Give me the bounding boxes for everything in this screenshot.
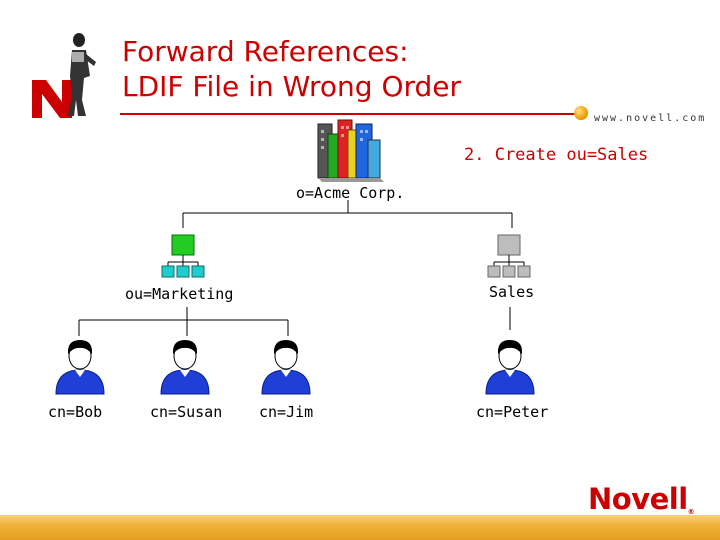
website-text: www.novell.com [594, 113, 707, 124]
slide-title: Forward References: LDIF File in Wrong O… [122, 34, 642, 104]
orange-dot-icon [574, 106, 588, 120]
node-label-sales: Sales [489, 283, 535, 301]
user-jim-icon [261, 339, 311, 395]
title-line-2: LDIF File in Wrong Order [122, 70, 462, 103]
footer-bar [0, 515, 720, 540]
tree-lines [78, 200, 513, 336]
title-line-1: Forward References: [122, 35, 409, 68]
ou-sales-icon [487, 234, 531, 278]
brand-name: Novell [588, 482, 688, 516]
ou-marketing-icon [161, 234, 205, 278]
user-susan-icon [160, 339, 210, 395]
building-icon [317, 119, 384, 182]
node-label-marketing: ou=Marketing [125, 285, 234, 303]
node-label-user: cn=Susan [150, 403, 223, 421]
trademark-mark: ® [687, 508, 695, 516]
novell-brand-logo: Novell® [588, 482, 695, 516]
node-label-user: cn=Jim [259, 403, 314, 421]
figure-icon [68, 33, 96, 116]
node-label-user: cn=Peter [476, 403, 549, 421]
step-text: 2. Create ou=Sales [464, 145, 649, 165]
title-rule [120, 113, 580, 115]
user-bob-icon [55, 339, 105, 395]
user-peter-icon [485, 339, 535, 395]
novell-n-logo-icon [32, 33, 96, 118]
node-label-user: cn=Bob [48, 403, 103, 421]
node-label-root: o=Acme Corp. [296, 184, 405, 202]
